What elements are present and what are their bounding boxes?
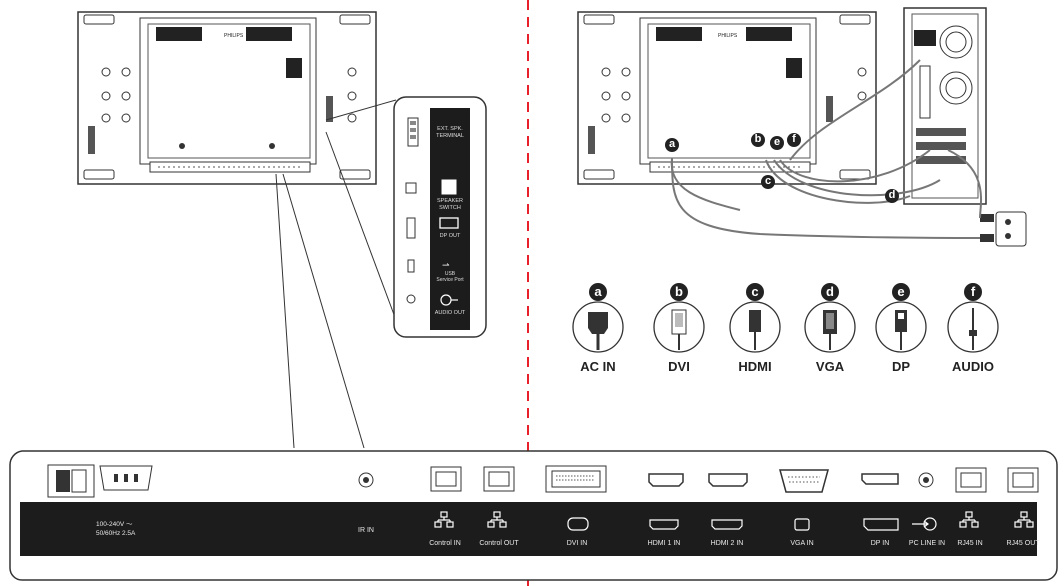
- badge-e: e: [892, 283, 910, 301]
- dvi-in-label: DVI IN: [566, 540, 588, 547]
- badge-f-monitor: f: [787, 133, 801, 147]
- badge-d: d: [821, 283, 839, 301]
- dp-out-label: DP OUT: [439, 233, 461, 239]
- ext-spk-line1: EXT. SPK.: [437, 126, 463, 132]
- ir-in-label: IR IN: [358, 527, 374, 534]
- bottom-connector-panel: [9, 450, 1058, 581]
- vga-in-label: VGA IN: [790, 540, 814, 547]
- rj45-in-label: RJ45 IN: [957, 540, 983, 547]
- right-monitor-back: PHILIPS: [577, 11, 877, 185]
- svg-text:PHILIPS: PHILIPS: [224, 33, 244, 39]
- usb-line2: Service Port: [436, 277, 464, 283]
- connector-icons: [572, 301, 999, 353]
- hdmi1-in-label: HDMI 1 IN: [647, 540, 681, 547]
- badge-c: c: [746, 283, 764, 301]
- usb-label: USB Service Port: [430, 271, 470, 283]
- power-line1: 100-240V ～: [96, 521, 133, 528]
- speaker-switch-label: SPEAKER SWITCH: [430, 198, 470, 212]
- connector-name-vga: VGA: [815, 359, 845, 374]
- ext-spk-line2: TERMINAL: [436, 133, 464, 139]
- control-out-label: Control OUT: [479, 540, 519, 547]
- ext-spk-terminal-label: EXT. SPK. TERMINAL: [430, 126, 470, 140]
- pc-tower: [903, 7, 987, 205]
- hdmi2-in-label: HDMI 2 IN: [710, 540, 744, 547]
- badge-c-monitor: c: [761, 175, 775, 189]
- connector-name-dvi: DVI: [668, 359, 690, 374]
- speaker-switch-line1: SPEAKER: [437, 198, 463, 204]
- connector-name-audio: AUDIO: [952, 359, 994, 374]
- badge-a-monitor: a: [665, 138, 679, 152]
- pc-line-in-label: PC LINE IN: [908, 540, 946, 547]
- badge-f: f: [964, 283, 982, 301]
- badge-a: a: [589, 283, 607, 301]
- audio-out-label: AUDIO OUT: [434, 310, 466, 316]
- control-in-label: Control IN: [429, 540, 461, 547]
- usb-line1: USB: [444, 271, 456, 277]
- svg-text:⇀: ⇀: [442, 260, 450, 270]
- left-monitor-back: PHILIPS: [77, 11, 377, 185]
- connector-name-hdmi: HDMI: [738, 359, 772, 374]
- speaker-switch-line2: SWITCH: [439, 205, 461, 211]
- side-panel-zoom: ⇀: [393, 96, 487, 338]
- connector-name-dp: DP: [891, 359, 911, 374]
- connector-name-ac-in: AC IN: [580, 359, 616, 374]
- badge-b: b: [670, 283, 688, 301]
- power-rating-label: 100-240V ～ 50/60Hz 2.5A: [96, 520, 176, 538]
- badge-b-monitor: b: [751, 133, 765, 147]
- wall-outlet: [980, 211, 1027, 247]
- rj45-out-label: RJ45 OUT: [1006, 540, 1040, 547]
- power-line2: 50/60Hz 2.5A: [96, 530, 136, 537]
- badge-d-pc: d: [885, 189, 899, 203]
- cables: [670, 59, 983, 239]
- svg-text:PHILIPS: PHILIPS: [718, 33, 738, 39]
- badge-e-monitor: e: [770, 136, 784, 150]
- dp-in-label: DP IN: [870, 540, 890, 547]
